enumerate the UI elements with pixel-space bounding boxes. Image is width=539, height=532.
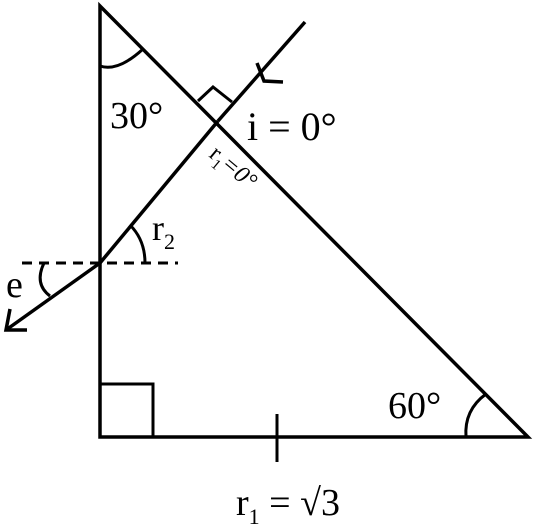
base-length-label: r1 = √3 bbox=[236, 482, 340, 529]
emergence-angle-arc bbox=[38, 262, 51, 298]
normal-right-angle-marker bbox=[196, 85, 233, 104]
emergent-arrowhead bbox=[3, 308, 27, 332]
top-angle-label: 30° bbox=[110, 95, 163, 137]
right-angle-marker-bottom bbox=[100, 382, 155, 437]
top-angle-arc bbox=[99, 47, 145, 69]
refraction-first-label: r1=0° bbox=[202, 141, 262, 198]
r2-angle-arc bbox=[128, 223, 147, 264]
emergence-label: e bbox=[6, 264, 23, 306]
r2-label: r2 bbox=[152, 208, 175, 254]
emergent-ray bbox=[4, 261, 102, 332]
incidence-label: i = 0° bbox=[247, 104, 337, 149]
incident-arrowhead bbox=[255, 62, 284, 84]
prism-triangle bbox=[98, 1, 533, 439]
svg-text:r1=0°: r1=0° bbox=[202, 141, 262, 198]
bottom-right-angle-arc bbox=[464, 392, 487, 438]
bottom-right-angle-label: 60° bbox=[388, 385, 441, 427]
refracted-ray-inside bbox=[98, 119, 220, 265]
